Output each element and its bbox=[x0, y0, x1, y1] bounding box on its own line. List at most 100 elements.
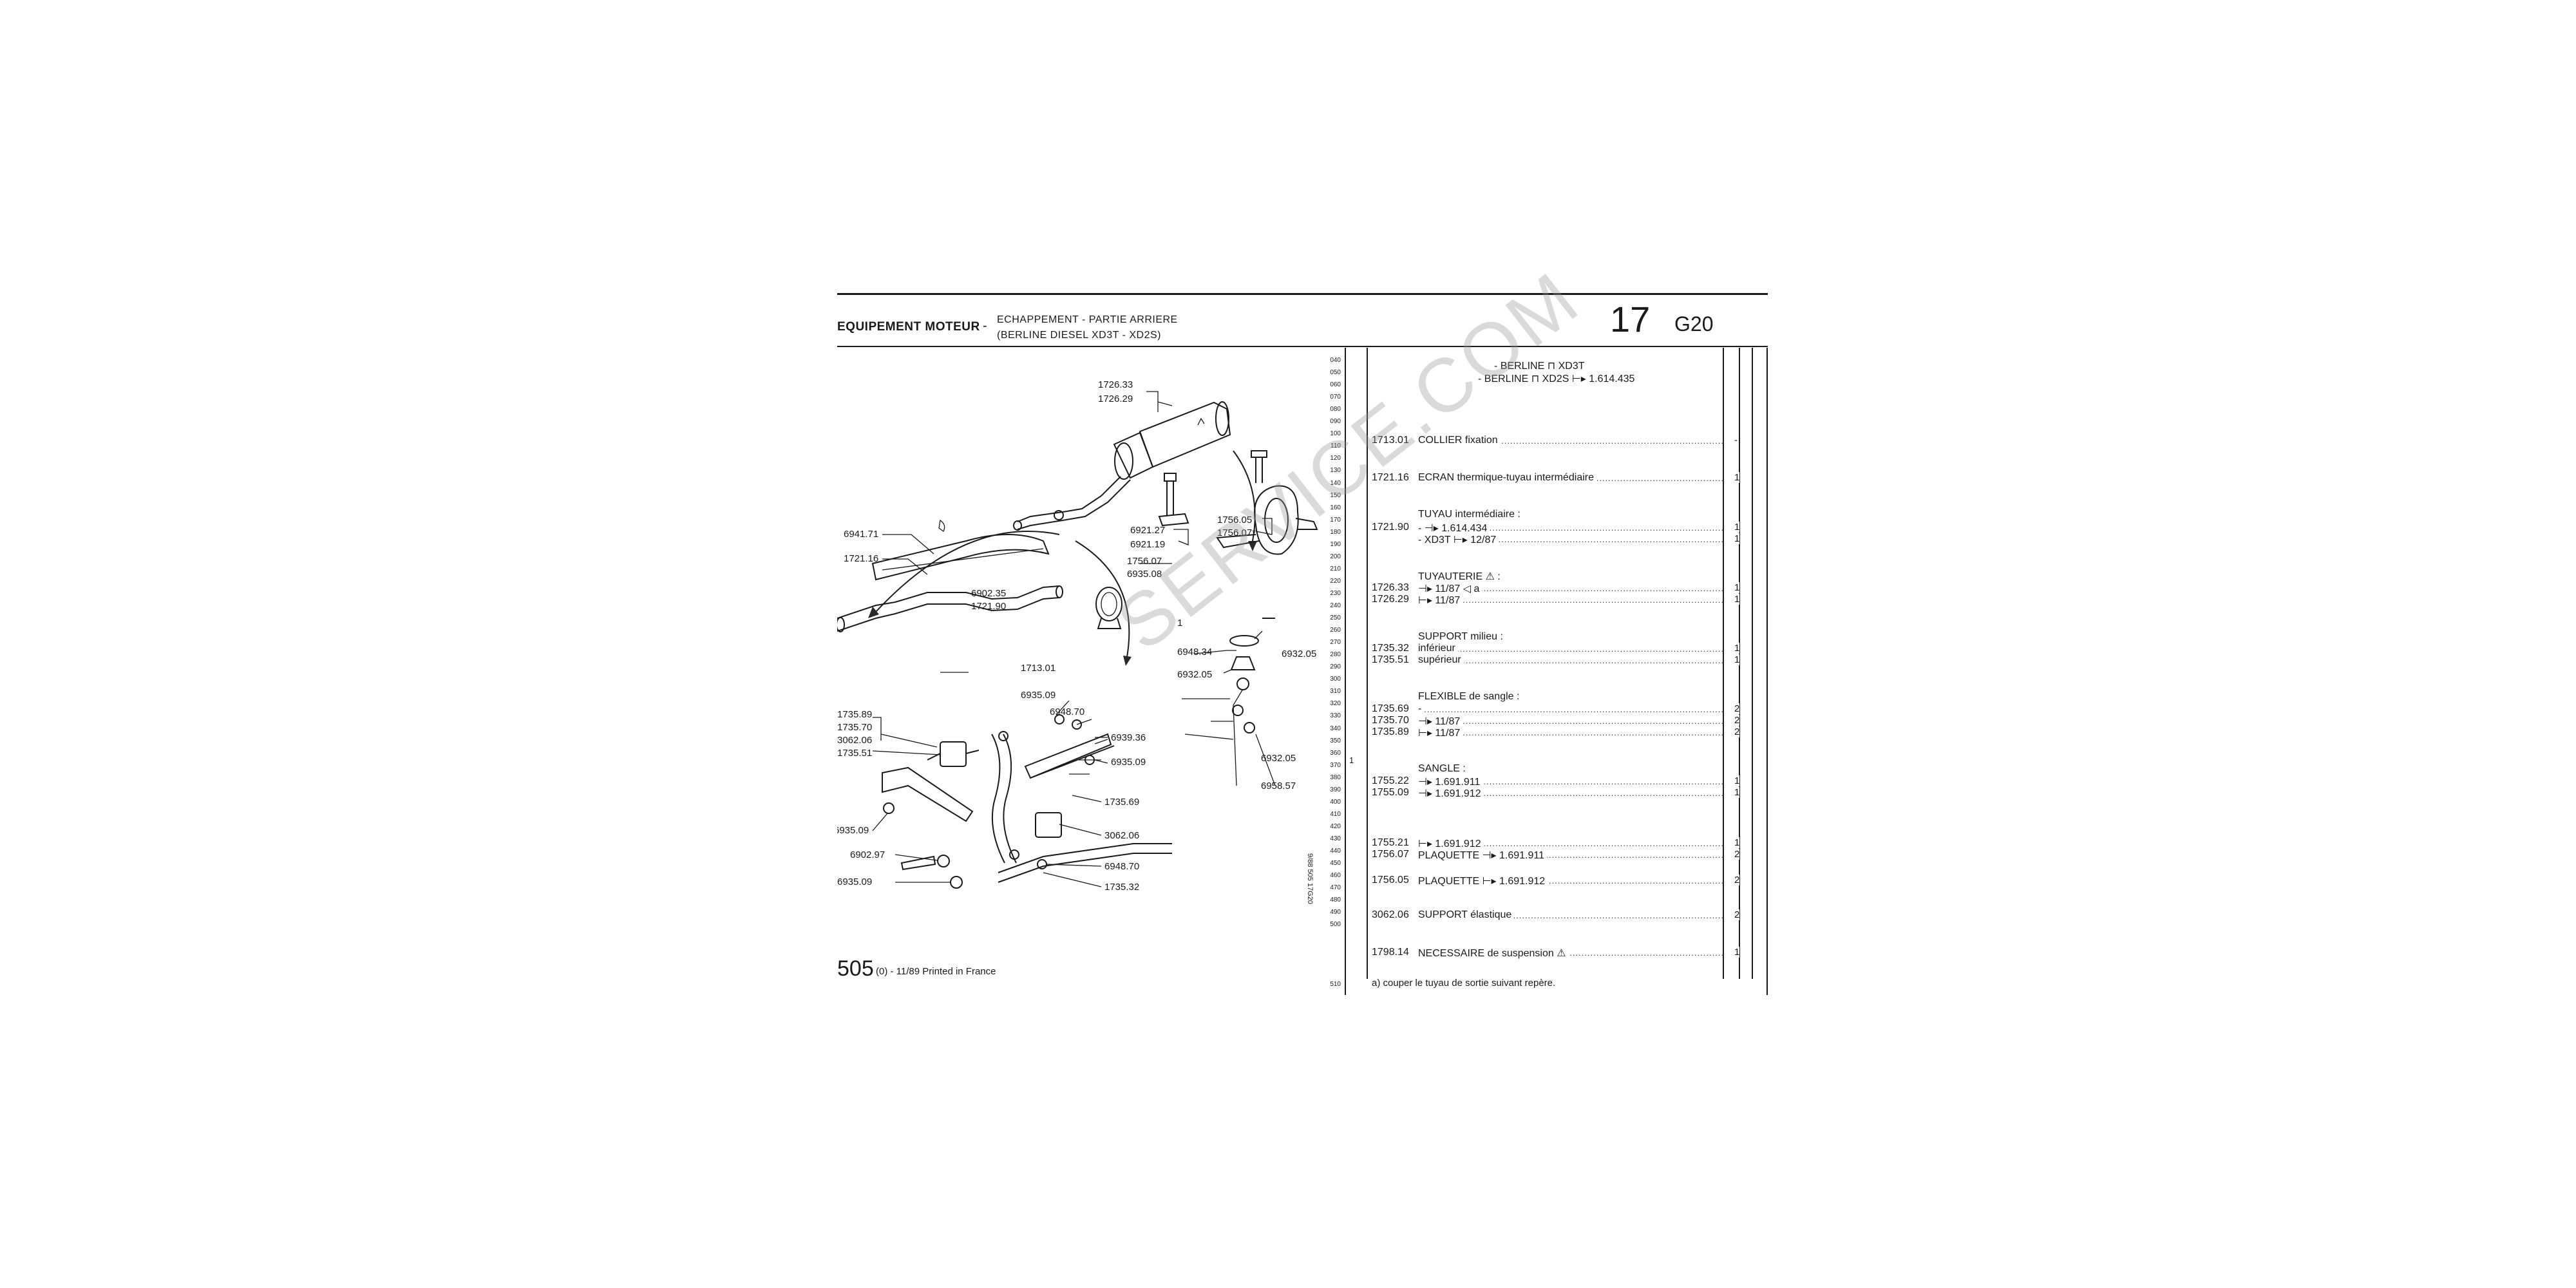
model-header-line2: - BERLINE ⊓ XD2S ⊢▸ 1.614.435 bbox=[1478, 374, 1635, 384]
part-description: FLEXIBLE de sangle : bbox=[1418, 691, 1522, 703]
part-description: ⊣▸ 11/87 bbox=[1418, 715, 1463, 728]
part-description: NECESSAIRE de suspension ⚠ bbox=[1418, 947, 1569, 960]
line-number: 110 bbox=[1331, 442, 1341, 450]
line-number: 350 bbox=[1330, 737, 1341, 744]
part-quantity: 1 bbox=[1734, 522, 1740, 533]
line-number: 120 bbox=[1330, 455, 1341, 462]
collar-drawing bbox=[1095, 587, 1122, 629]
callout-6958-57: 6958.57 bbox=[1261, 781, 1296, 791]
column-rule-5 bbox=[1766, 348, 1768, 995]
leader-dots: ........................................… bbox=[1418, 728, 1724, 737]
line-number: 430 bbox=[1330, 835, 1341, 842]
callout-1726-33: 1726.33 bbox=[1098, 379, 1133, 390]
lower-bracket-drawing bbox=[882, 733, 1172, 883]
leader-dots: ........................................… bbox=[1418, 656, 1724, 665]
callout-3062-06-right: 3062.06 bbox=[1104, 830, 1139, 841]
callout-6935-09-right: 6935.09 bbox=[1111, 757, 1146, 768]
exhaust-exploded-diagram: 1726.33 1726.29 6941.71 1721.16 1756.05 … bbox=[837, 379, 1318, 893]
part-ref: 1756.05 bbox=[1372, 875, 1409, 886]
part-description: SANGLE : bbox=[1418, 763, 1468, 775]
part-quantity: 2 bbox=[1734, 849, 1740, 860]
bolt-drawing bbox=[1158, 473, 1189, 527]
line-number: 470 bbox=[1330, 884, 1341, 892]
part-ref: 1721.16 bbox=[1372, 472, 1409, 483]
part-quantity: 1 bbox=[1734, 582, 1740, 593]
line-number: 100 bbox=[1330, 430, 1341, 438]
line-number: 440 bbox=[1330, 848, 1341, 855]
line-number: 490 bbox=[1330, 909, 1341, 916]
line-number: 400 bbox=[1330, 798, 1341, 806]
callout-6948-70-bottom: 6948.70 bbox=[1104, 861, 1139, 872]
leader-lines bbox=[872, 391, 1276, 887]
part-description: TUYAU intermédiaire : bbox=[1418, 509, 1523, 520]
part-quantity: 1 bbox=[1734, 947, 1740, 958]
part-quantity: 1 bbox=[1734, 787, 1740, 798]
leader-dots: ........................................… bbox=[1418, 583, 1724, 593]
part-ref: 1726.29 bbox=[1372, 594, 1409, 605]
header-top-rule bbox=[837, 293, 1768, 295]
leader-dots: ........................................… bbox=[1418, 523, 1724, 533]
footer-date: (0) - 11/89 Printed in France bbox=[876, 966, 996, 977]
callout-1726-29: 1726.29 bbox=[1098, 393, 1133, 404]
part-quantity: 1 bbox=[1734, 594, 1740, 605]
vertical-code: 9/88 505 17G20 bbox=[1306, 853, 1314, 904]
part-ref: 1735.32 bbox=[1372, 643, 1409, 654]
rear-silencer-drawing bbox=[1013, 401, 1231, 531]
line-number: 340 bbox=[1330, 724, 1341, 732]
line-number: 200 bbox=[1330, 553, 1341, 560]
part-description: TUYAUTERIE ⚠ : bbox=[1418, 570, 1503, 583]
part-description: - ⊣▸ 1.614.434 bbox=[1418, 522, 1490, 535]
part-description: PLAQUETTE ⊣▸ 1.691.911 bbox=[1418, 849, 1547, 862]
heat-shield-drawing bbox=[871, 519, 1050, 581]
callout-1735-69: 1735.69 bbox=[1104, 797, 1139, 808]
callout-1735-51: 1735.51 bbox=[837, 748, 872, 759]
part-description: - bbox=[1418, 703, 1425, 715]
line-number: 080 bbox=[1330, 406, 1341, 413]
callout-6935-09-bottom: 6935.09 bbox=[837, 876, 872, 887]
line-number: 230 bbox=[1330, 589, 1341, 597]
part-description: ⊢▸ 11/87 bbox=[1418, 726, 1463, 739]
column-rule-2 bbox=[1367, 348, 1368, 979]
line-number: 300 bbox=[1330, 676, 1341, 683]
callout-1756-05: 1756.05 bbox=[1217, 515, 1252, 526]
part-description: supérieur bbox=[1418, 654, 1464, 666]
part-ref: 1756.07 bbox=[1372, 849, 1409, 860]
line-number: 210 bbox=[1330, 565, 1341, 573]
part-quantity: - bbox=[1734, 435, 1738, 446]
line-number: 360 bbox=[1330, 749, 1341, 757]
line-number: 420 bbox=[1330, 822, 1341, 830]
part-quantity: 1 bbox=[1734, 472, 1740, 483]
callout-1713-01: 1713.01 bbox=[1021, 663, 1056, 674]
part-quantity: 2 bbox=[1734, 726, 1740, 737]
column-rule-4 bbox=[1752, 348, 1753, 979]
part-description: SUPPORT milieu : bbox=[1418, 631, 1506, 643]
line-number-last: 510 bbox=[1330, 981, 1341, 988]
line-number: 280 bbox=[1330, 651, 1341, 659]
callout-1735-70: 1735.70 bbox=[837, 722, 872, 733]
line-number: 160 bbox=[1330, 504, 1341, 511]
part-quantity: 1 bbox=[1734, 837, 1740, 848]
intermediate-pipe-drawing bbox=[837, 585, 1063, 632]
callout-1735-32: 1735.32 bbox=[1104, 882, 1139, 893]
callout-6939-36: 6939.36 bbox=[1111, 732, 1146, 743]
callout-1721-16: 1721.16 bbox=[844, 553, 878, 564]
part-description: ⊢▸ 1.691.912 bbox=[1418, 837, 1484, 850]
part-quantity: 1 bbox=[1734, 654, 1740, 665]
part-ref: 1735.69 bbox=[1372, 703, 1409, 714]
line-number: 500 bbox=[1330, 921, 1341, 929]
footnote: a) couper le tuyau de sortie suivant rep… bbox=[1372, 978, 1556, 989]
leader-dots: ........................................… bbox=[1418, 595, 1724, 605]
callout-6948-34: 6948.34 bbox=[1177, 647, 1212, 658]
leader-dots: ........................................… bbox=[1418, 777, 1724, 786]
callout-6932-05-lower: 6932.05 bbox=[1261, 753, 1296, 764]
callout-1721-90: 1721.90 bbox=[971, 601, 1006, 612]
line-number: 330 bbox=[1330, 712, 1341, 720]
callout-6902-97: 6902.97 bbox=[850, 849, 885, 860]
line-number: 310 bbox=[1330, 688, 1341, 696]
line-number: 460 bbox=[1330, 872, 1341, 880]
part-description: SUPPORT élastique bbox=[1418, 909, 1515, 921]
part-ref: 1713.01 bbox=[1372, 435, 1409, 446]
section-number: 17 bbox=[1610, 299, 1651, 339]
qty-column-rule bbox=[1723, 348, 1724, 979]
part-ref: 1735.51 bbox=[1372, 654, 1409, 665]
